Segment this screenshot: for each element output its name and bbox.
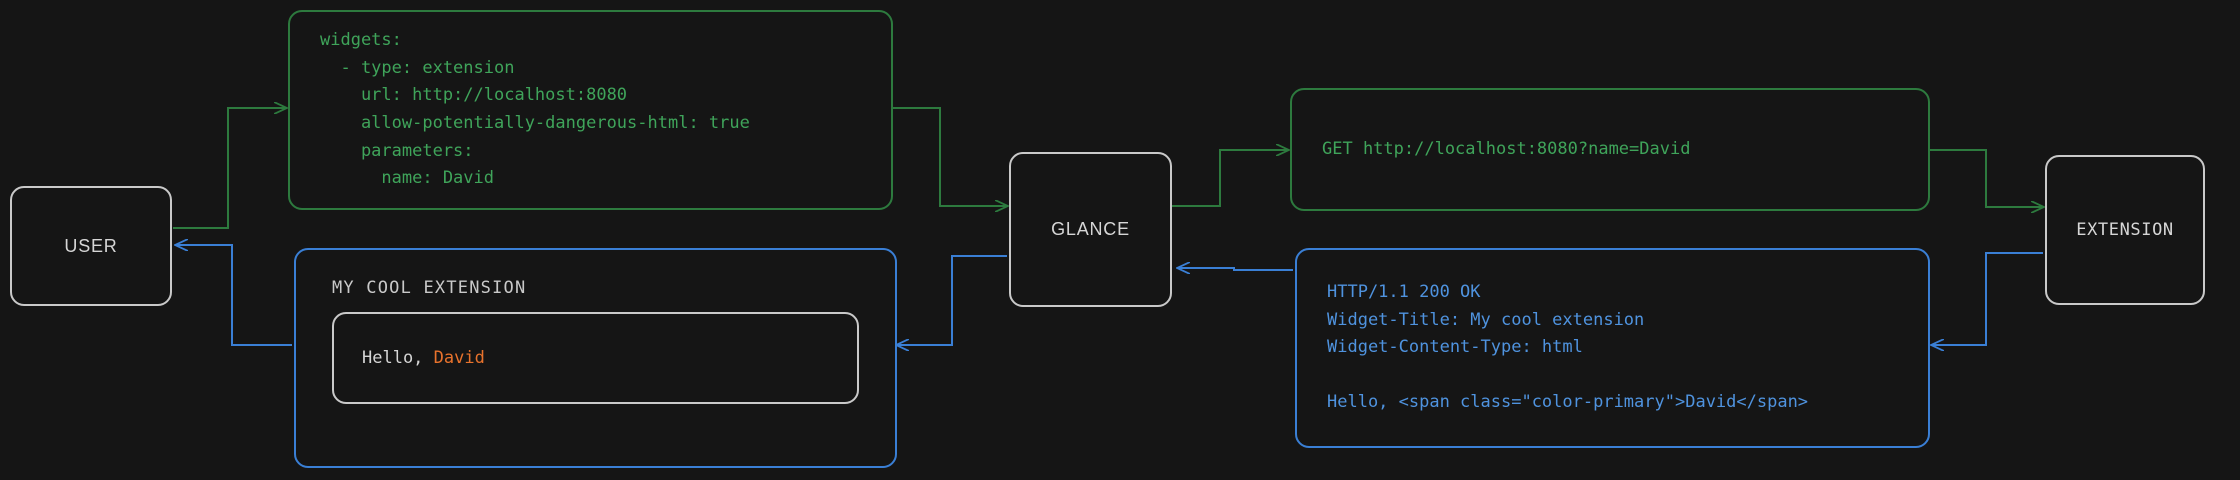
wire-request-to-extension <box>1930 149 2043 207</box>
node-extension-label: EXTENSION <box>2076 220 2174 240</box>
wire-response-to-glance <box>1178 268 1293 270</box>
widget-title: MY COOL EXTENSION <box>332 278 527 298</box>
wire-glance-to-request <box>1172 150 1288 207</box>
panel-http-request[interactable]: GET http://localhost:8080?name=David <box>1290 88 1930 211</box>
panel-rendered-widget[interactable]: MY COOL EXTENSION Hello, David <box>294 248 897 468</box>
widget-content-card[interactable]: Hello, David <box>332 312 859 404</box>
node-glance[interactable]: GLANCE <box>1009 152 1172 307</box>
widget-greeting-prefix: Hello, <box>362 348 434 368</box>
node-user-label: USER <box>64 235 118 256</box>
wire-user-to-config <box>173 108 286 229</box>
node-extension[interactable]: EXTENSION <box>2045 155 2205 305</box>
http-request-text: GET http://localhost:8080?name=David <box>1322 138 1691 159</box>
widget-greeting-name: David <box>433 348 485 368</box>
wire-widget-to-user <box>176 245 292 346</box>
widget-greeting-text: Hello, David <box>362 348 485 368</box>
node-user[interactable]: USER <box>10 186 172 306</box>
node-glance-label: GLANCE <box>1051 219 1130 239</box>
http-response-text: HTTP/1.1 200 OK Widget-Title: My cool ex… <box>1327 282 1809 413</box>
wire-extension-to-response <box>1932 252 2043 345</box>
wire-config-to-glance <box>893 107 1007 206</box>
panel-widget-config[interactable]: widgets: - type: extension url: http://l… <box>288 10 893 210</box>
config-yaml-text: widgets: - type: extension url: http://l… <box>320 30 750 189</box>
panel-http-response[interactable]: HTTP/1.1 200 OK Widget-Title: My cool ex… <box>1295 248 1930 448</box>
wire-glance-to-widget <box>897 255 1007 345</box>
